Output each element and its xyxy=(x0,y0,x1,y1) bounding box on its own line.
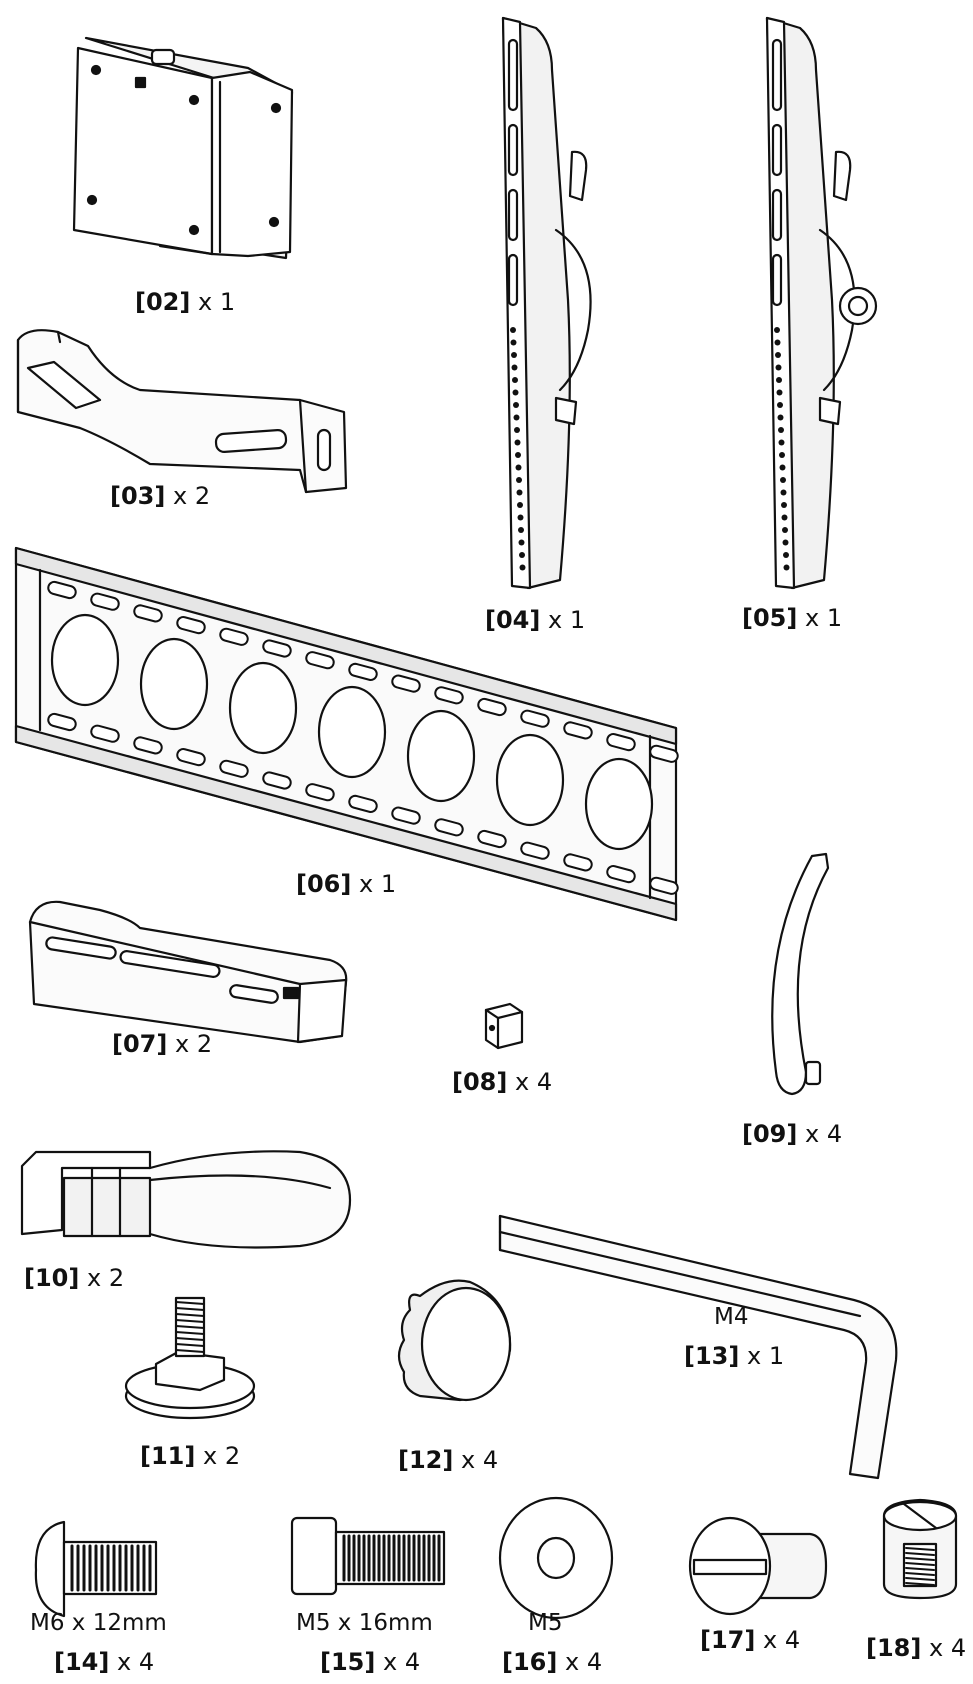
spec-13: M4 xyxy=(714,1304,749,1330)
part-11-thread xyxy=(176,1302,204,1352)
label-06: [06] x 1 xyxy=(296,870,397,898)
label-05: [05] x 1 xyxy=(742,604,843,632)
part-09-drawing xyxy=(772,854,828,1094)
label-09: [09] x 4 xyxy=(742,1120,843,1148)
label-14: [14] x 4 xyxy=(54,1648,155,1676)
spec-14: M6 x 12mm xyxy=(30,1610,167,1636)
part-06-drawing xyxy=(16,548,676,920)
label-17: [17] x 4 xyxy=(700,1626,801,1654)
part-05-drawing xyxy=(767,18,876,588)
spec-15: M5 x 16mm xyxy=(296,1610,433,1636)
part-03-drawing xyxy=(18,330,346,492)
part-12-drawing xyxy=(399,1281,510,1400)
part-10-drawing xyxy=(22,1151,350,1247)
label-16: [16] x 4 xyxy=(502,1648,603,1676)
label-15: [15] x 4 xyxy=(320,1648,421,1676)
label-11: [11] x 2 xyxy=(140,1442,241,1470)
part-17-drawing xyxy=(690,1518,826,1614)
part-18-thread xyxy=(906,1548,934,1585)
spec-16: M5 xyxy=(528,1610,563,1636)
part-06-slots xyxy=(47,581,679,896)
part-02-drawing xyxy=(74,38,292,258)
label-18: [18] x 4 xyxy=(866,1634,967,1662)
label-07: [07] x 2 xyxy=(112,1030,213,1058)
label-02: [02] x 1 xyxy=(135,288,236,316)
part-14-thread xyxy=(72,1546,150,1590)
label-03: [03] x 2 xyxy=(110,482,211,510)
part-04-drawing xyxy=(503,18,591,588)
label-12: [12] x 4 xyxy=(398,1446,499,1474)
part-15-thread xyxy=(344,1536,439,1580)
label-10: [10] x 2 xyxy=(24,1264,125,1292)
label-04: [04] x 1 xyxy=(485,606,586,634)
part-13-drawing xyxy=(500,1216,896,1478)
label-08: [08] x 4 xyxy=(452,1068,553,1096)
part-04-holes xyxy=(510,327,526,571)
part-16-drawing xyxy=(500,1498,612,1618)
part-08-drawing xyxy=(486,1004,522,1048)
part-11-drawing xyxy=(126,1298,254,1418)
part-07-drawing xyxy=(30,902,346,1042)
label-13: [13] x 1 xyxy=(684,1342,785,1370)
part-05-holes xyxy=(774,327,790,571)
